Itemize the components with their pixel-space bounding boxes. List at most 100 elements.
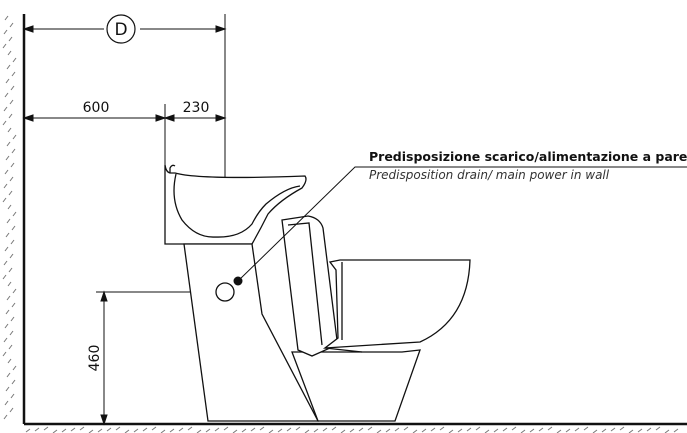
floor-hatch-stroke	[250, 427, 256, 432]
drain-connection	[215, 282, 235, 302]
dimension-230-label: 230	[183, 100, 210, 116]
floor-hatch-stroke	[151, 426, 157, 431]
wall-hatch-stroke	[4, 169, 9, 175]
wall-hatch-stroke	[3, 414, 8, 420]
floor-hatch-stroke	[169, 428, 175, 433]
wall-hatch-stroke	[3, 260, 8, 266]
wall-hatch-stroke	[5, 309, 10, 315]
wall-hatch-stroke	[4, 323, 9, 329]
chair-backrest	[281, 215, 338, 357]
wall-hatch-stroke	[2, 43, 7, 49]
floor-hatch-stroke	[529, 428, 535, 433]
wall-hatch-stroke	[3, 29, 8, 35]
floor-hatch-stroke	[286, 427, 292, 432]
wall-hatch-stroke	[9, 99, 14, 105]
floor-hatch-stroke	[349, 428, 355, 433]
wall-hatch-stroke	[7, 281, 12, 287]
wall-hatch-stroke	[10, 316, 15, 322]
floor-hatch-stroke	[358, 427, 364, 432]
floor-hatch-stroke	[115, 426, 121, 431]
wall-hatch-stroke	[8, 344, 13, 350]
wall-hatch-stroke	[8, 190, 13, 196]
wall-hatch-stroke	[12, 365, 17, 371]
dimension-horizontal	[22, 104, 227, 165]
wall-hatch-stroke	[7, 127, 12, 133]
wall-hatch-stroke	[6, 372, 11, 378]
floor-hatch-stroke	[655, 426, 661, 431]
floor-hatch-stroke	[367, 426, 373, 431]
wall-hatch-stroke	[4, 15, 9, 21]
wall-hatch-stroke	[2, 120, 7, 126]
floor-hatch	[25, 426, 679, 433]
wall-hatch	[2, 15, 17, 420]
chair-seat	[322, 259, 471, 353]
floor-hatch-stroke	[547, 426, 553, 431]
dimension-d-marker	[106, 14, 136, 44]
floor-hatch-stroke	[673, 428, 679, 433]
floor-hatch-stroke	[187, 426, 193, 431]
wall-hatch-stroke	[5, 232, 10, 238]
wall-hatch-stroke	[2, 351, 7, 357]
floor-hatch-stroke	[295, 426, 301, 431]
floor-hatch-stroke	[601, 428, 607, 433]
floor-hatch-stroke	[466, 427, 472, 432]
wall-hatch-stroke	[8, 113, 13, 119]
floor-hatch-stroke	[637, 428, 643, 433]
floor-hatch-stroke	[142, 427, 148, 432]
floor-hatch-stroke	[610, 427, 616, 432]
wall-hatch-stroke	[10, 85, 15, 91]
wall-hatch-stroke	[8, 36, 13, 42]
floor-hatch-stroke	[538, 427, 544, 432]
wall-hatch-stroke	[11, 71, 16, 77]
floor-hatch-stroke	[277, 428, 283, 433]
wall-hatch-stroke	[9, 22, 14, 28]
wall-hatch-stroke	[3, 183, 8, 189]
floor-hatch-stroke	[394, 427, 400, 432]
floor-hatch-stroke	[43, 426, 49, 431]
floor-hatch-stroke	[106, 427, 112, 432]
floor-hatch-stroke	[421, 428, 427, 433]
floor-hatch-stroke	[511, 426, 517, 431]
wall-hatch-stroke	[4, 400, 9, 406]
wall-hatch-stroke	[10, 393, 15, 399]
wash-basin	[164, 164, 307, 245]
floor-hatch-stroke	[214, 427, 220, 432]
wall-hatch-stroke	[3, 337, 8, 343]
wall-hatch-stroke	[12, 211, 17, 217]
wall-hatch-stroke	[2, 274, 7, 280]
floor-hatch-stroke	[34, 427, 40, 432]
floor-hatch-stroke	[502, 427, 508, 432]
floor-hatch-stroke	[574, 427, 580, 432]
wall-hatch-stroke	[11, 379, 16, 385]
wall-hatch-stroke	[12, 288, 17, 294]
dimension-600-label: 600	[83, 100, 110, 116]
wall-hatch-stroke	[5, 386, 10, 392]
wall-hatch-stroke	[6, 218, 11, 224]
wall-hatch-stroke	[11, 302, 16, 308]
floor-hatch-stroke	[25, 428, 31, 433]
wall-hatch-stroke	[9, 176, 14, 182]
wall-hatch-stroke	[7, 204, 12, 210]
dimension-vertical	[96, 290, 208, 426]
floor-hatch-stroke	[205, 428, 211, 433]
chair-base	[291, 349, 421, 422]
dimension-460-label: 460	[87, 345, 103, 372]
wall-hatch-stroke	[4, 246, 9, 252]
callout-title: Predisposizione scarico/alimentazione a …	[369, 149, 687, 164]
wall-hatch-stroke	[2, 197, 7, 203]
wall-hatch-stroke	[6, 295, 11, 301]
wall-hatch-stroke	[7, 358, 12, 364]
floor-hatch-stroke	[619, 426, 625, 431]
wall-hatch-stroke	[9, 330, 14, 336]
floor-hatch-stroke	[430, 427, 436, 432]
floor-hatch-stroke	[133, 428, 139, 433]
floor-hatch-stroke	[439, 426, 445, 431]
floor-hatch-stroke	[646, 427, 652, 432]
wall-hatch-stroke	[10, 239, 15, 245]
floor-hatch-stroke	[61, 428, 67, 433]
wall-hatch-stroke	[6, 64, 11, 70]
wall-hatch-stroke	[11, 225, 16, 231]
floor-hatch-stroke	[241, 428, 247, 433]
wall-hatch-stroke	[5, 78, 10, 84]
